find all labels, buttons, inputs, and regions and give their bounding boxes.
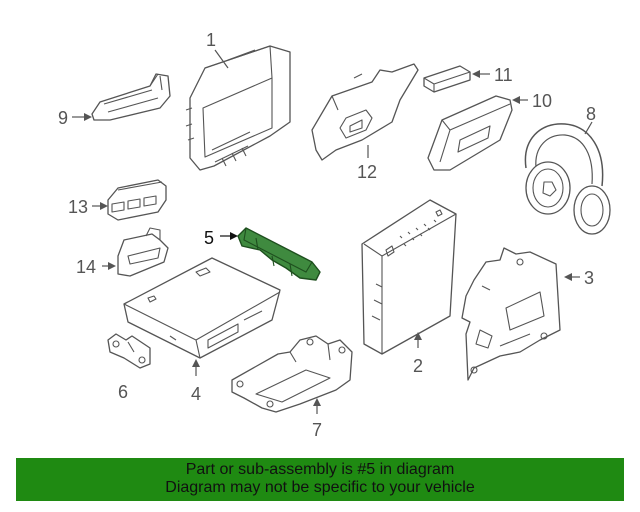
- part-2-control-unit: [361, 199, 457, 355]
- part-14-connector: [117, 227, 169, 277]
- svg-text:10: 10: [532, 91, 552, 111]
- info-banner: Part or sub-assembly is #5 in diagram Di…: [16, 458, 624, 501]
- callout-2: 2: [413, 332, 423, 376]
- svg-text:4: 4: [191, 384, 201, 404]
- svg-text:9: 9: [58, 108, 68, 128]
- banner-line-1: Part or sub-assembly is #5 in diagram: [185, 461, 455, 478]
- callout-1: 1: [206, 30, 229, 69]
- part-1-display-unit: [185, 45, 291, 171]
- callout-8: 8: [584, 104, 596, 135]
- parts-diagram: 1 9 12 11 10: [58, 30, 611, 440]
- callout-6: 6: [118, 382, 128, 402]
- callout-5: 5: [204, 228, 238, 248]
- part-6-bracket: [107, 333, 151, 369]
- svg-text:6: 6: [118, 382, 128, 402]
- callout-9: 9: [58, 108, 92, 128]
- part-12-bracket: [311, 63, 419, 161]
- svg-text:12: 12: [357, 162, 377, 182]
- part-11-module: [423, 65, 471, 93]
- part-13-switch: [107, 179, 167, 221]
- part-4-module-box: [123, 257, 281, 359]
- callout-12: 12: [357, 145, 377, 182]
- callout-13: 13: [68, 197, 108, 217]
- part-7-frame-bracket: [231, 335, 353, 413]
- callout-4: 4: [191, 359, 201, 404]
- part-9-bracket: [91, 73, 171, 121]
- svg-text:7: 7: [312, 420, 322, 440]
- svg-text:3: 3: [584, 268, 594, 288]
- svg-text:8: 8: [586, 104, 596, 124]
- svg-text:5: 5: [204, 228, 214, 248]
- callout-14: 14: [76, 257, 116, 277]
- svg-text:13: 13: [68, 197, 88, 217]
- svg-text:11: 11: [494, 65, 513, 85]
- part-8-headphones: [524, 123, 611, 235]
- callout-11: 11: [472, 65, 513, 85]
- part-10-module: [427, 95, 513, 171]
- callout-3: 3: [564, 268, 594, 288]
- svg-text:2: 2: [413, 356, 423, 376]
- banner-line-2: Diagram may not be specific to your vehi…: [165, 479, 475, 496]
- svg-text:1: 1: [206, 30, 216, 50]
- svg-text:14: 14: [76, 257, 96, 277]
- part-3-plate-bracket: [461, 247, 561, 381]
- callout-10: 10: [512, 91, 552, 111]
- part-5-bracket-highlighted[interactable]: [237, 227, 321, 281]
- callout-7: 7: [312, 398, 322, 440]
